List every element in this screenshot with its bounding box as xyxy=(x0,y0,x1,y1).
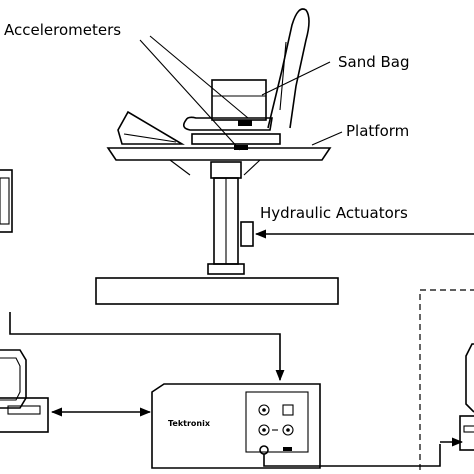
label-sand-bag: Sand Bag xyxy=(338,53,410,71)
output-cable xyxy=(263,444,441,467)
label-platform: Platform xyxy=(346,122,409,140)
hydraulic-actuator xyxy=(207,161,254,275)
wedge-detail xyxy=(123,133,177,143)
leader-line-platform xyxy=(311,131,343,146)
actuator-valve xyxy=(240,221,254,247)
leader-line-lower xyxy=(139,39,241,151)
platform-brace-right xyxy=(243,159,261,176)
side-device-panel xyxy=(0,177,10,225)
knob-center xyxy=(262,408,266,412)
label-accelerometers: Accelerometers xyxy=(4,21,121,39)
computer-left xyxy=(0,349,49,433)
leader-line-upper xyxy=(149,35,249,119)
knob-icon xyxy=(282,404,294,416)
knob-center xyxy=(262,428,266,432)
platform-top xyxy=(106,147,332,161)
seat-front-wedge xyxy=(117,110,185,145)
oscilloscope-body xyxy=(151,383,321,469)
disk-drive-left xyxy=(7,405,41,415)
computer-case-right xyxy=(459,415,474,451)
seat-base xyxy=(191,133,281,145)
seat-cushion xyxy=(182,116,273,131)
power-switch xyxy=(283,447,292,451)
monitor-right xyxy=(465,343,474,413)
label-hydraulic-actuators: Hydraulic Actuators xyxy=(260,204,408,222)
base-plate xyxy=(95,277,339,305)
oscilloscope-brand: Tektronix xyxy=(168,419,211,428)
sand-bag xyxy=(211,79,267,121)
seat xyxy=(117,8,310,145)
computer-right xyxy=(459,343,474,451)
actuator-foot xyxy=(207,263,245,275)
knob-icon xyxy=(258,404,270,416)
platform-brace-left xyxy=(169,159,191,176)
computer-case-left xyxy=(0,397,49,433)
actuator-cap xyxy=(210,161,242,179)
remote-station-enclosure xyxy=(419,289,474,474)
oscilloscope-panel xyxy=(245,391,309,453)
leader-line-sand-bag xyxy=(261,61,331,96)
seat-backrest-frame xyxy=(279,41,287,111)
oscilloscope: Tektronix xyxy=(151,383,321,469)
input-connector xyxy=(259,445,269,455)
monitor-left-screen xyxy=(0,357,21,401)
knob-center xyxy=(286,428,290,432)
accelerometer-leaders xyxy=(139,35,249,151)
signal-cable xyxy=(9,312,285,382)
seat-backrest xyxy=(267,8,310,129)
knob-icon xyxy=(282,424,294,436)
accelerometer-seat xyxy=(238,120,252,126)
side-device xyxy=(0,169,13,233)
knob-icon xyxy=(258,424,270,436)
monitor-left xyxy=(0,349,27,409)
disk-drive-right xyxy=(463,425,474,433)
